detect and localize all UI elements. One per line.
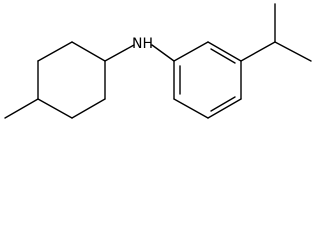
bond-methyl-cyclohexane bbox=[4, 98, 39, 119]
isopropyl-group bbox=[240, 3, 312, 62]
amine-n-label: N bbox=[132, 36, 142, 52]
bond-nitrogen-benzene bbox=[151, 44, 175, 62]
molecule-structure: NH bbox=[4, 3, 312, 119]
bond-isopropyl-methyl-right bbox=[274, 41, 312, 62]
amine-h-label: H bbox=[142, 36, 153, 52]
bond-cyclohexane-5 bbox=[71, 98, 106, 119]
bond-benzene-4 bbox=[207, 98, 242, 119]
bond-cyclohexane-2 bbox=[37, 41, 73, 62]
bond-benzene-double-2 bbox=[210, 96, 236, 112]
bond-benzene-isopropyl bbox=[240, 41, 276, 62]
bond-benzene-2 bbox=[207, 41, 242, 62]
bond-cyclohexane-6 bbox=[37, 98, 73, 119]
bond-benzene-double-1 bbox=[210, 48, 236, 64]
benzene-ring bbox=[173, 41, 242, 119]
cyclohexane-ring bbox=[37, 41, 106, 119]
bond-benzene-1 bbox=[173, 41, 209, 62]
amine-label: NH bbox=[132, 36, 153, 52]
bond-cyclohexane-nitrogen bbox=[104, 44, 135, 62]
bond-cyclohexane-3 bbox=[71, 41, 106, 62]
structure-canvas: NH bbox=[4, 3, 312, 119]
bond-benzene-5 bbox=[173, 98, 209, 119]
